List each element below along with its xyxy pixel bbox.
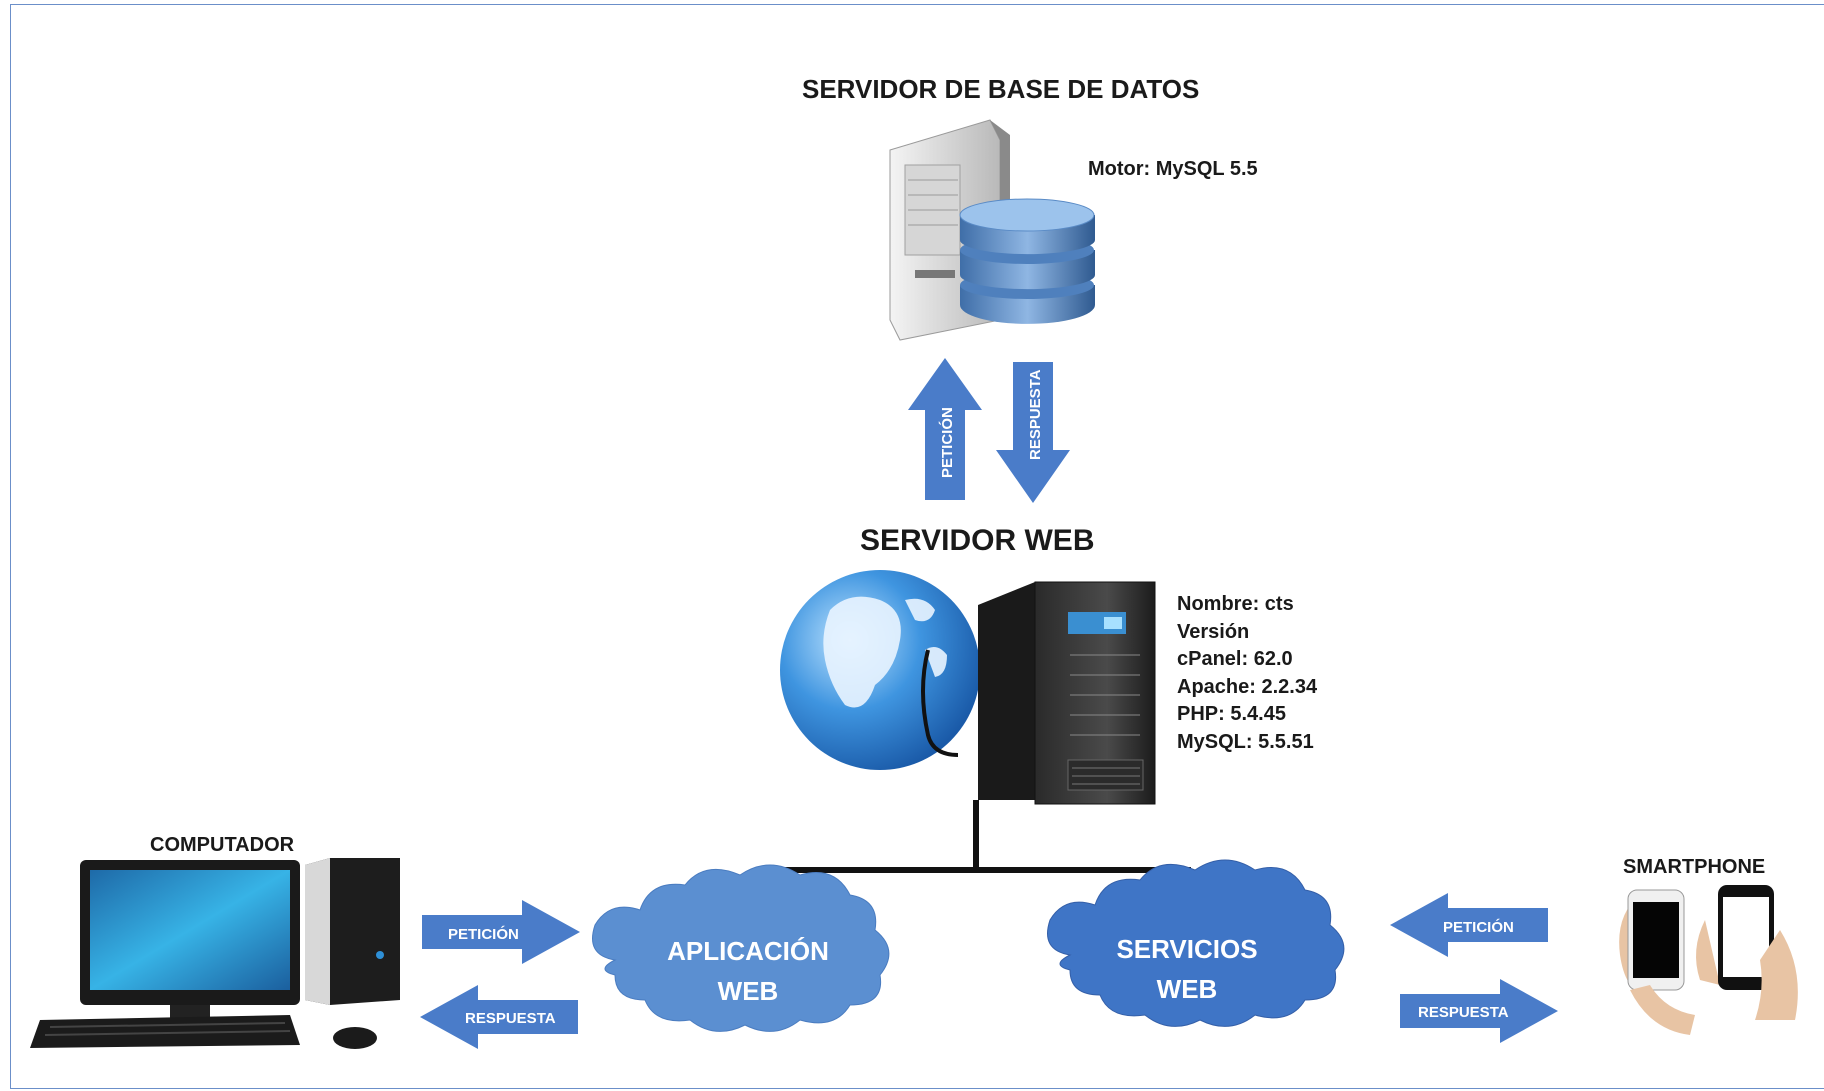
phone-response-label: RESPUESTA xyxy=(1418,1004,1509,1021)
db-request-arrow: PETICIÓN xyxy=(908,358,982,500)
database-server-icon xyxy=(889,119,1095,341)
pc-request-arrow: PETICIÓN xyxy=(422,900,580,964)
web-app-cloud: APLICACIÓN WEB xyxy=(592,864,890,1032)
mouse-icon xyxy=(333,1027,377,1049)
pc-response-arrow: RESPUESTA xyxy=(420,985,578,1049)
web-server-title: SERVIDOR WEB xyxy=(860,524,1095,557)
web-server-icon xyxy=(780,570,1156,805)
computer-title: COMPUTADOR xyxy=(150,834,295,856)
web-server-name: Nombre: cts xyxy=(1177,593,1294,615)
diagram-frame xyxy=(10,4,1824,1089)
web-app-label-2: WEB xyxy=(718,976,779,1006)
database-cylinder-icon xyxy=(959,198,1095,324)
phone-response-arrow: RESPUESTA xyxy=(1400,979,1558,1043)
web-server-php: PHP: 5.4.45 xyxy=(1177,703,1286,725)
web-server-cpanel: cPanel: 62.0 xyxy=(1177,648,1293,670)
web-server-version-label: Versión xyxy=(1177,620,1250,643)
web-server-apache: Apache: 2.2.34 xyxy=(1177,675,1318,698)
db-server-title: SERVIDOR DE BASE DE DATOS xyxy=(802,74,1200,104)
web-services-label-2: WEB xyxy=(1157,974,1218,1004)
web-app-label-1: APLICACIÓN xyxy=(667,936,829,966)
monitor-screen xyxy=(90,870,290,990)
phone-request-label: PETICIÓN xyxy=(1443,918,1514,936)
web-server-mysql: MySQL: 5.5.51 xyxy=(1177,730,1314,753)
phone-request-arrow: PETICIÓN xyxy=(1390,893,1548,957)
pc-request-label: PETICIÓN xyxy=(448,925,519,943)
web-server-info: Nombre: cts Versión cPanel: 62.0 Apache:… xyxy=(1177,591,1317,756)
db-request-label: PETICIÓN xyxy=(938,407,956,478)
smartphone-title: SMARTPHONE xyxy=(1623,856,1766,878)
db-server-info: Motor: MySQL 5.5 xyxy=(1088,156,1258,184)
db-response-arrow: RESPUESTA xyxy=(996,362,1070,503)
desktop-computer-icon xyxy=(30,858,400,1049)
db-engine-label: Motor: MySQL 5.5 xyxy=(1088,158,1258,180)
smartphones-icon xyxy=(1619,885,1798,1035)
web-services-cloud: SERVICIOS WEB xyxy=(1047,859,1345,1027)
web-services-label-1: SERVICIOS xyxy=(1116,934,1257,964)
pc-response-label: RESPUESTA xyxy=(465,1010,556,1027)
db-response-label: RESPUESTA xyxy=(1027,369,1044,460)
